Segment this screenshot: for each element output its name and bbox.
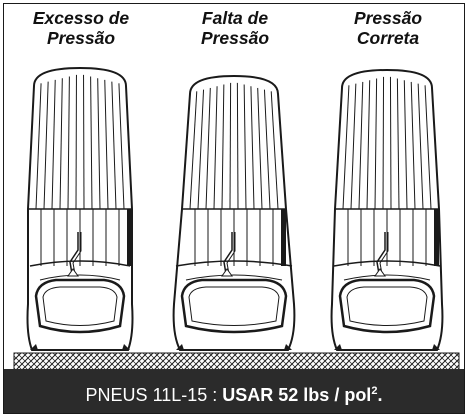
tire-label-over: Excesso de Pressão bbox=[6, 8, 156, 48]
caption-prefix: PNEUS 11L-15 : bbox=[85, 385, 223, 405]
tire-pressure-diagram bbox=[13, 66, 460, 373]
tire-label-line1: Excesso de bbox=[32, 8, 130, 28]
tire-over-inflated bbox=[26, 66, 134, 351]
tire-label-under: Falta de Pressão bbox=[160, 8, 310, 48]
caption-suffix: . bbox=[377, 385, 383, 405]
tire-label-line2: Correta bbox=[356, 28, 420, 48]
valve-stem bbox=[376, 232, 386, 275]
tire-correct-pressure bbox=[330, 68, 444, 351]
tire-labels: Excesso de Pressão Falta de Pressão Pres… bbox=[4, 4, 464, 64]
wheel-rim bbox=[338, 278, 436, 334]
tire-label-line1: Pressão bbox=[353, 8, 423, 28]
caption-superscript: 2 bbox=[371, 385, 378, 397]
tire-label-line2: Pressão bbox=[200, 28, 270, 48]
valve-stem bbox=[223, 232, 233, 275]
valve-stem bbox=[69, 232, 79, 275]
tire-label-line2: Pressão bbox=[46, 28, 116, 48]
pressure-caption: PNEUS 11L-15 : USAR 52 lbs / pol2. bbox=[4, 369, 464, 413]
diagram-frame: Excesso de Pressão Falta de Pressão Pres… bbox=[3, 3, 465, 414]
wheel-rim bbox=[180, 278, 288, 334]
wheel-rim bbox=[34, 278, 126, 334]
tire-label-correct: Pressão Correta bbox=[313, 8, 463, 48]
caption-value: USAR 52 lbs / pol bbox=[222, 385, 372, 405]
tire-label-line1: Falta de bbox=[201, 8, 269, 28]
tire-under-inflated bbox=[172, 74, 296, 351]
